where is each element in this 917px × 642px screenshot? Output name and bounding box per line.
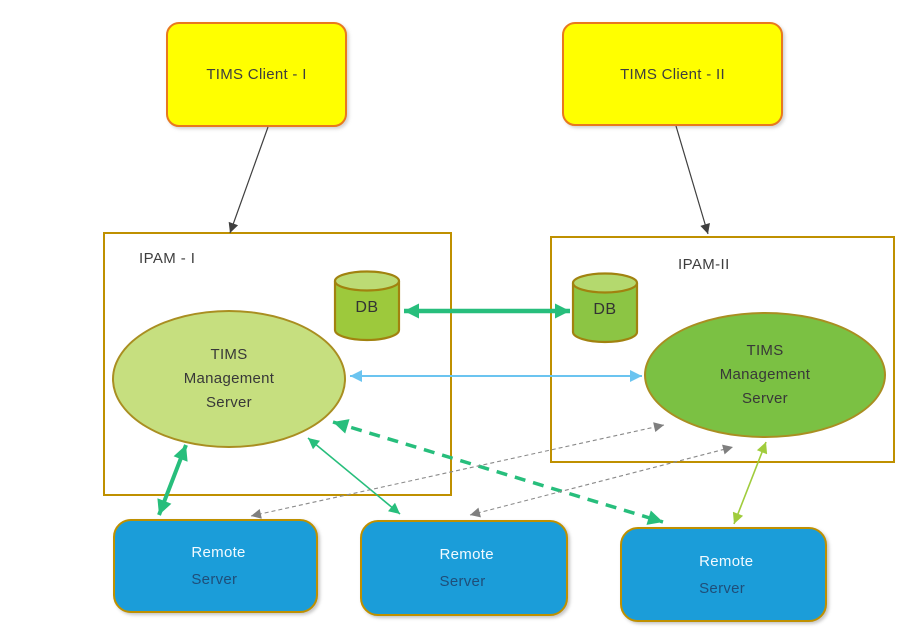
remote-3-line-1: Remote <box>699 552 754 570</box>
connector-client1-to-ipam1 <box>228 126 269 234</box>
node-remote-server-2: Remote Server <box>360 520 568 616</box>
mgmt-1-line-2: Management <box>183 370 275 387</box>
node-remote-server-3: Remote Server <box>620 527 827 622</box>
tims-client-1-label: TIMS Client - I <box>206 66 307 83</box>
node-tims-client-2: TIMS Client - II <box>562 22 783 126</box>
node-remote-server-1: Remote Server <box>113 519 318 613</box>
remote-2-line-2: Server <box>439 573 486 590</box>
remote-1-line-2: Server <box>191 571 238 588</box>
mgmt-1-line-1: TIMS <box>210 346 248 363</box>
connector-client2-to-ipam2 <box>675 125 710 235</box>
remote-2-line-1: Remote <box>439 546 494 563</box>
remote-1-line-1: Remote <box>191 544 246 561</box>
database-cylinder-icon <box>333 270 401 342</box>
db-1-body <box>333 281 401 342</box>
tims-management-server-1-label: TIMS Management Server <box>184 343 275 415</box>
remote-server-2-label: Remote Server <box>440 541 494 595</box>
remote-server-3-label: Remote Server <box>699 548 753 602</box>
db-2-body <box>571 283 639 344</box>
node-tims-management-server-2: TIMS Management Server <box>644 312 886 438</box>
mgmt-2-line-2: Management <box>719 366 811 383</box>
zone-ipam-1-label: IPAM - I <box>139 250 196 267</box>
node-tims-management-server-1: TIMS Management Server <box>112 310 346 448</box>
db-2-label: DB <box>593 301 617 319</box>
remote-server-1-label: Remote Server <box>191 539 245 593</box>
database-cylinder-icon <box>571 272 639 344</box>
db-2-top <box>571 272 639 294</box>
node-db-1: DB <box>333 269 401 343</box>
tims-client-2-label: TIMS Client - II <box>620 65 725 83</box>
tims-management-server-2-label: TIMS Management Server <box>720 339 811 411</box>
mgmt-2-line-1: TIMS <box>746 342 784 359</box>
db-1-label: DB <box>355 299 379 317</box>
remote-3-line-2: Server <box>699 579 746 597</box>
node-db-2: DB <box>571 270 639 346</box>
zone-ipam-2-label: IPAM-II <box>678 256 730 273</box>
mgmt-2-line-3: Server <box>742 390 788 407</box>
mgmt-1-line-3: Server <box>206 394 252 411</box>
node-tims-client-1: TIMS Client - I <box>166 22 347 127</box>
db-1-top <box>333 270 401 292</box>
